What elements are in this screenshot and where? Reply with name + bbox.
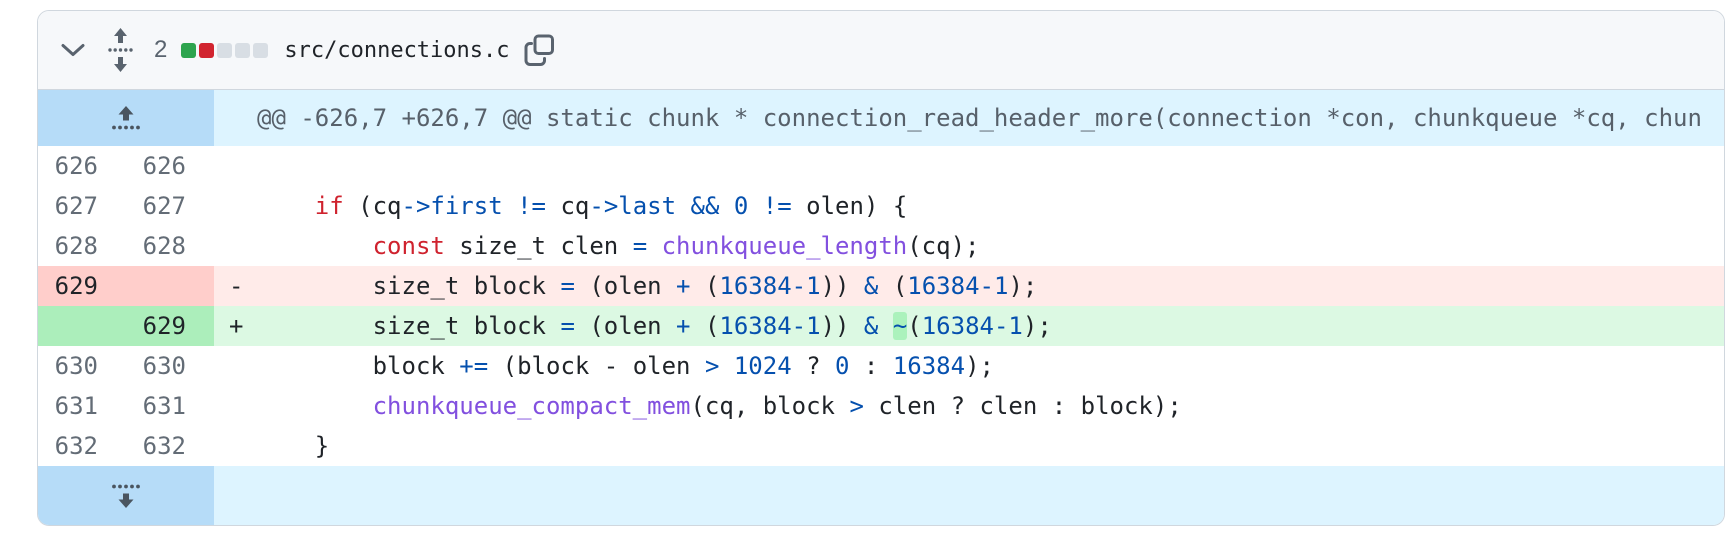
hunk-header: @@ -626,7 +626,7 @@ static chunk * conne… (257, 104, 1702, 132)
new-line-number[interactable]: 626 (142, 152, 186, 180)
file-name-link[interactable]: src/connections.c (284, 37, 510, 63)
diff-row: 627 627 if (cq->first != cq->last && 0 !=… (38, 186, 1724, 226)
new-line-number[interactable]: 628 (142, 232, 186, 260)
line-number-gutter: 630 630 (38, 346, 214, 386)
line-number-gutter: 629 (38, 306, 214, 346)
copy-file-path-button[interactable] (518, 28, 562, 72)
line-number-gutter: 631 631 (38, 386, 214, 426)
copy-icon (524, 34, 555, 66)
diff-row: 629+ size_t block = (olen + (16384-1)) &… (38, 306, 1724, 346)
new-line-number[interactable]: 631 (142, 392, 186, 420)
code-cell: const size_t clen = chunkqueue_length(cq… (214, 226, 1724, 266)
file-header: 2 src/connections.c (38, 11, 1724, 90)
changed-lines-count: 2 (154, 36, 168, 63)
old-line-number[interactable]: 627 (54, 192, 98, 220)
hunk-header-cell: @@ -626,7 +626,7 @@ static chunk * conne… (214, 90, 1724, 146)
code-line: } (257, 432, 330, 460)
code-line: if (cq->first != cq->last && 0 != olen) … (314, 192, 908, 220)
old-line-number[interactable]: 628 (54, 232, 98, 260)
code-cell: chunkqueue_compact_mem(cq, block > clen … (214, 386, 1724, 426)
diffstat-square-neutral (253, 42, 269, 58)
diff-table: @@ -626,7 +626,7 @@ static chunk * conne… (38, 90, 1724, 525)
code-cell: if (cq->first != cq->last && 0 != olen) … (214, 186, 1724, 226)
diff-row: 630 630 block += (block - olen > 1024 ? 0… (38, 346, 1724, 386)
old-line-number[interactable]: 632 (54, 432, 98, 460)
expand-down-icon (112, 484, 140, 508)
expander-bottom-content (214, 466, 1724, 525)
old-line-number[interactable]: 626 (54, 152, 98, 180)
code-cell: block += (block - olen > 1024 ? 0 : 1638… (214, 346, 1724, 386)
code-cell: + size_t block = (olen + (16384-1)) & ~(… (214, 306, 1724, 346)
code-line: block += (block - olen > 1024 ? 0 : 1638… (257, 352, 994, 380)
old-line-number[interactable] (38, 306, 126, 346)
expand-up-icon (112, 106, 140, 130)
diff-marker: + (229, 312, 244, 340)
diff-file-card: 2 src/connections.c (37, 10, 1725, 526)
diff-row: 629 - size_t block = (olen + (16384-1)) &… (38, 266, 1724, 306)
code-cell: - size_t block = (olen + (16384-1)) & (1… (214, 266, 1724, 306)
code-line: size_t block = (olen + (16384-1)) & (163… (257, 272, 1038, 300)
new-line-number[interactable]: 627 (142, 192, 186, 220)
new-line-number[interactable]: 632 (142, 432, 186, 460)
hunk-row: @@ -626,7 +626,7 @@ static chunk * conne… (38, 90, 1724, 146)
diffstat-square-neutral (235, 42, 251, 58)
diff-marker (214, 146, 257, 186)
diff-row: 626 626 (38, 146, 1724, 186)
line-number-gutter: 629 (38, 266, 214, 306)
old-line-number[interactable]: 629 (38, 266, 126, 306)
old-line-number[interactable]: 631 (54, 392, 98, 420)
code-line: const size_t clen = chunkqueue_length(cq… (372, 232, 980, 260)
unfold-icon (107, 28, 133, 72)
diff-row: 632 632 } (38, 426, 1724, 466)
new-line-number[interactable]: 630 (142, 352, 186, 380)
diffstat-square-deletion (199, 42, 215, 58)
line-number-gutter: 626 626 (38, 146, 214, 186)
expand-down-button[interactable] (38, 466, 214, 525)
expand-up-button[interactable] (38, 90, 214, 146)
collapse-file-button[interactable] (54, 30, 92, 70)
diff-row: 628 628 const size_t clen = chunkqueue_le… (38, 226, 1724, 266)
diff-marker (214, 226, 257, 266)
diff-row: 631 631 chunkqueue_compact_mem(cq, block … (38, 386, 1724, 426)
code-cell: } (214, 426, 1724, 466)
new-line-number[interactable] (126, 266, 214, 306)
diff-marker (214, 426, 257, 466)
diffstat-square-addition (181, 42, 197, 58)
diffstat-square-neutral (217, 42, 233, 58)
diff-rows: 626 626 627 627 if (cq->first != cq->last &… (38, 146, 1724, 466)
chevron-down-icon (61, 44, 85, 56)
code-line: size_t block = (olen + (16384-1)) & ~(16… (257, 312, 1052, 340)
expand-all-context-button[interactable] (100, 25, 140, 75)
diff-marker (214, 186, 257, 226)
line-number-gutter: 627 627 (38, 186, 214, 226)
diff-marker: - (229, 272, 244, 300)
expander-bottom-row (38, 466, 1724, 525)
diff-marker (214, 386, 257, 426)
line-number-gutter: 628 628 (38, 226, 214, 266)
line-number-gutter: 632 632 (38, 426, 214, 466)
code-cell (214, 146, 1724, 186)
old-line-number[interactable]: 630 (54, 352, 98, 380)
diff-marker (214, 346, 257, 386)
new-line-number[interactable]: 629 (126, 306, 214, 346)
diffstat-squares (181, 42, 269, 58)
code-line: chunkqueue_compact_mem(cq, block > clen … (372, 392, 1182, 420)
